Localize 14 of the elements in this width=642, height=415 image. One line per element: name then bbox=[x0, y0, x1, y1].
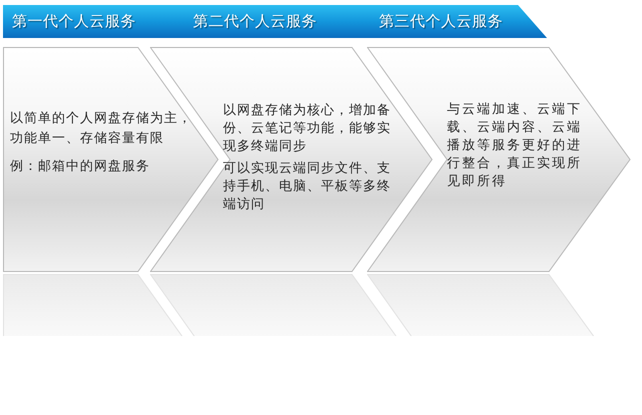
description-text: 以简单的个人网盘存储为主，功能单一、存储容量有限 bbox=[10, 110, 193, 148]
banner-title: 第二代个人云服务 bbox=[193, 12, 317, 31]
example-text: 例：邮箱中的网盘服务 bbox=[10, 158, 151, 176]
chevron-shape bbox=[150, 47, 433, 272]
description-text: 与云端加速、云端下载、云端内容、云端播放等服务更好的进行整合，真正实现所见即所得 bbox=[447, 101, 583, 191]
chevron-shape bbox=[3, 47, 219, 272]
description-text: 以网盘存储为核心，增加备份、云笔记等功能，能够实现多终端同步 bbox=[223, 102, 392, 156]
chevron-reflection bbox=[3, 274, 183, 336]
banner-title: 第三代个人云服务 bbox=[379, 12, 503, 31]
chevron-reflection bbox=[367, 274, 595, 336]
banner-title: 第一代个人云服务 bbox=[12, 12, 136, 31]
chevron-reflection bbox=[150, 274, 397, 336]
example-text: 可以实现云端同步文件、支持手机、电脑、平板等多终端访问 bbox=[223, 160, 392, 214]
title-banner bbox=[3, 5, 548, 38]
